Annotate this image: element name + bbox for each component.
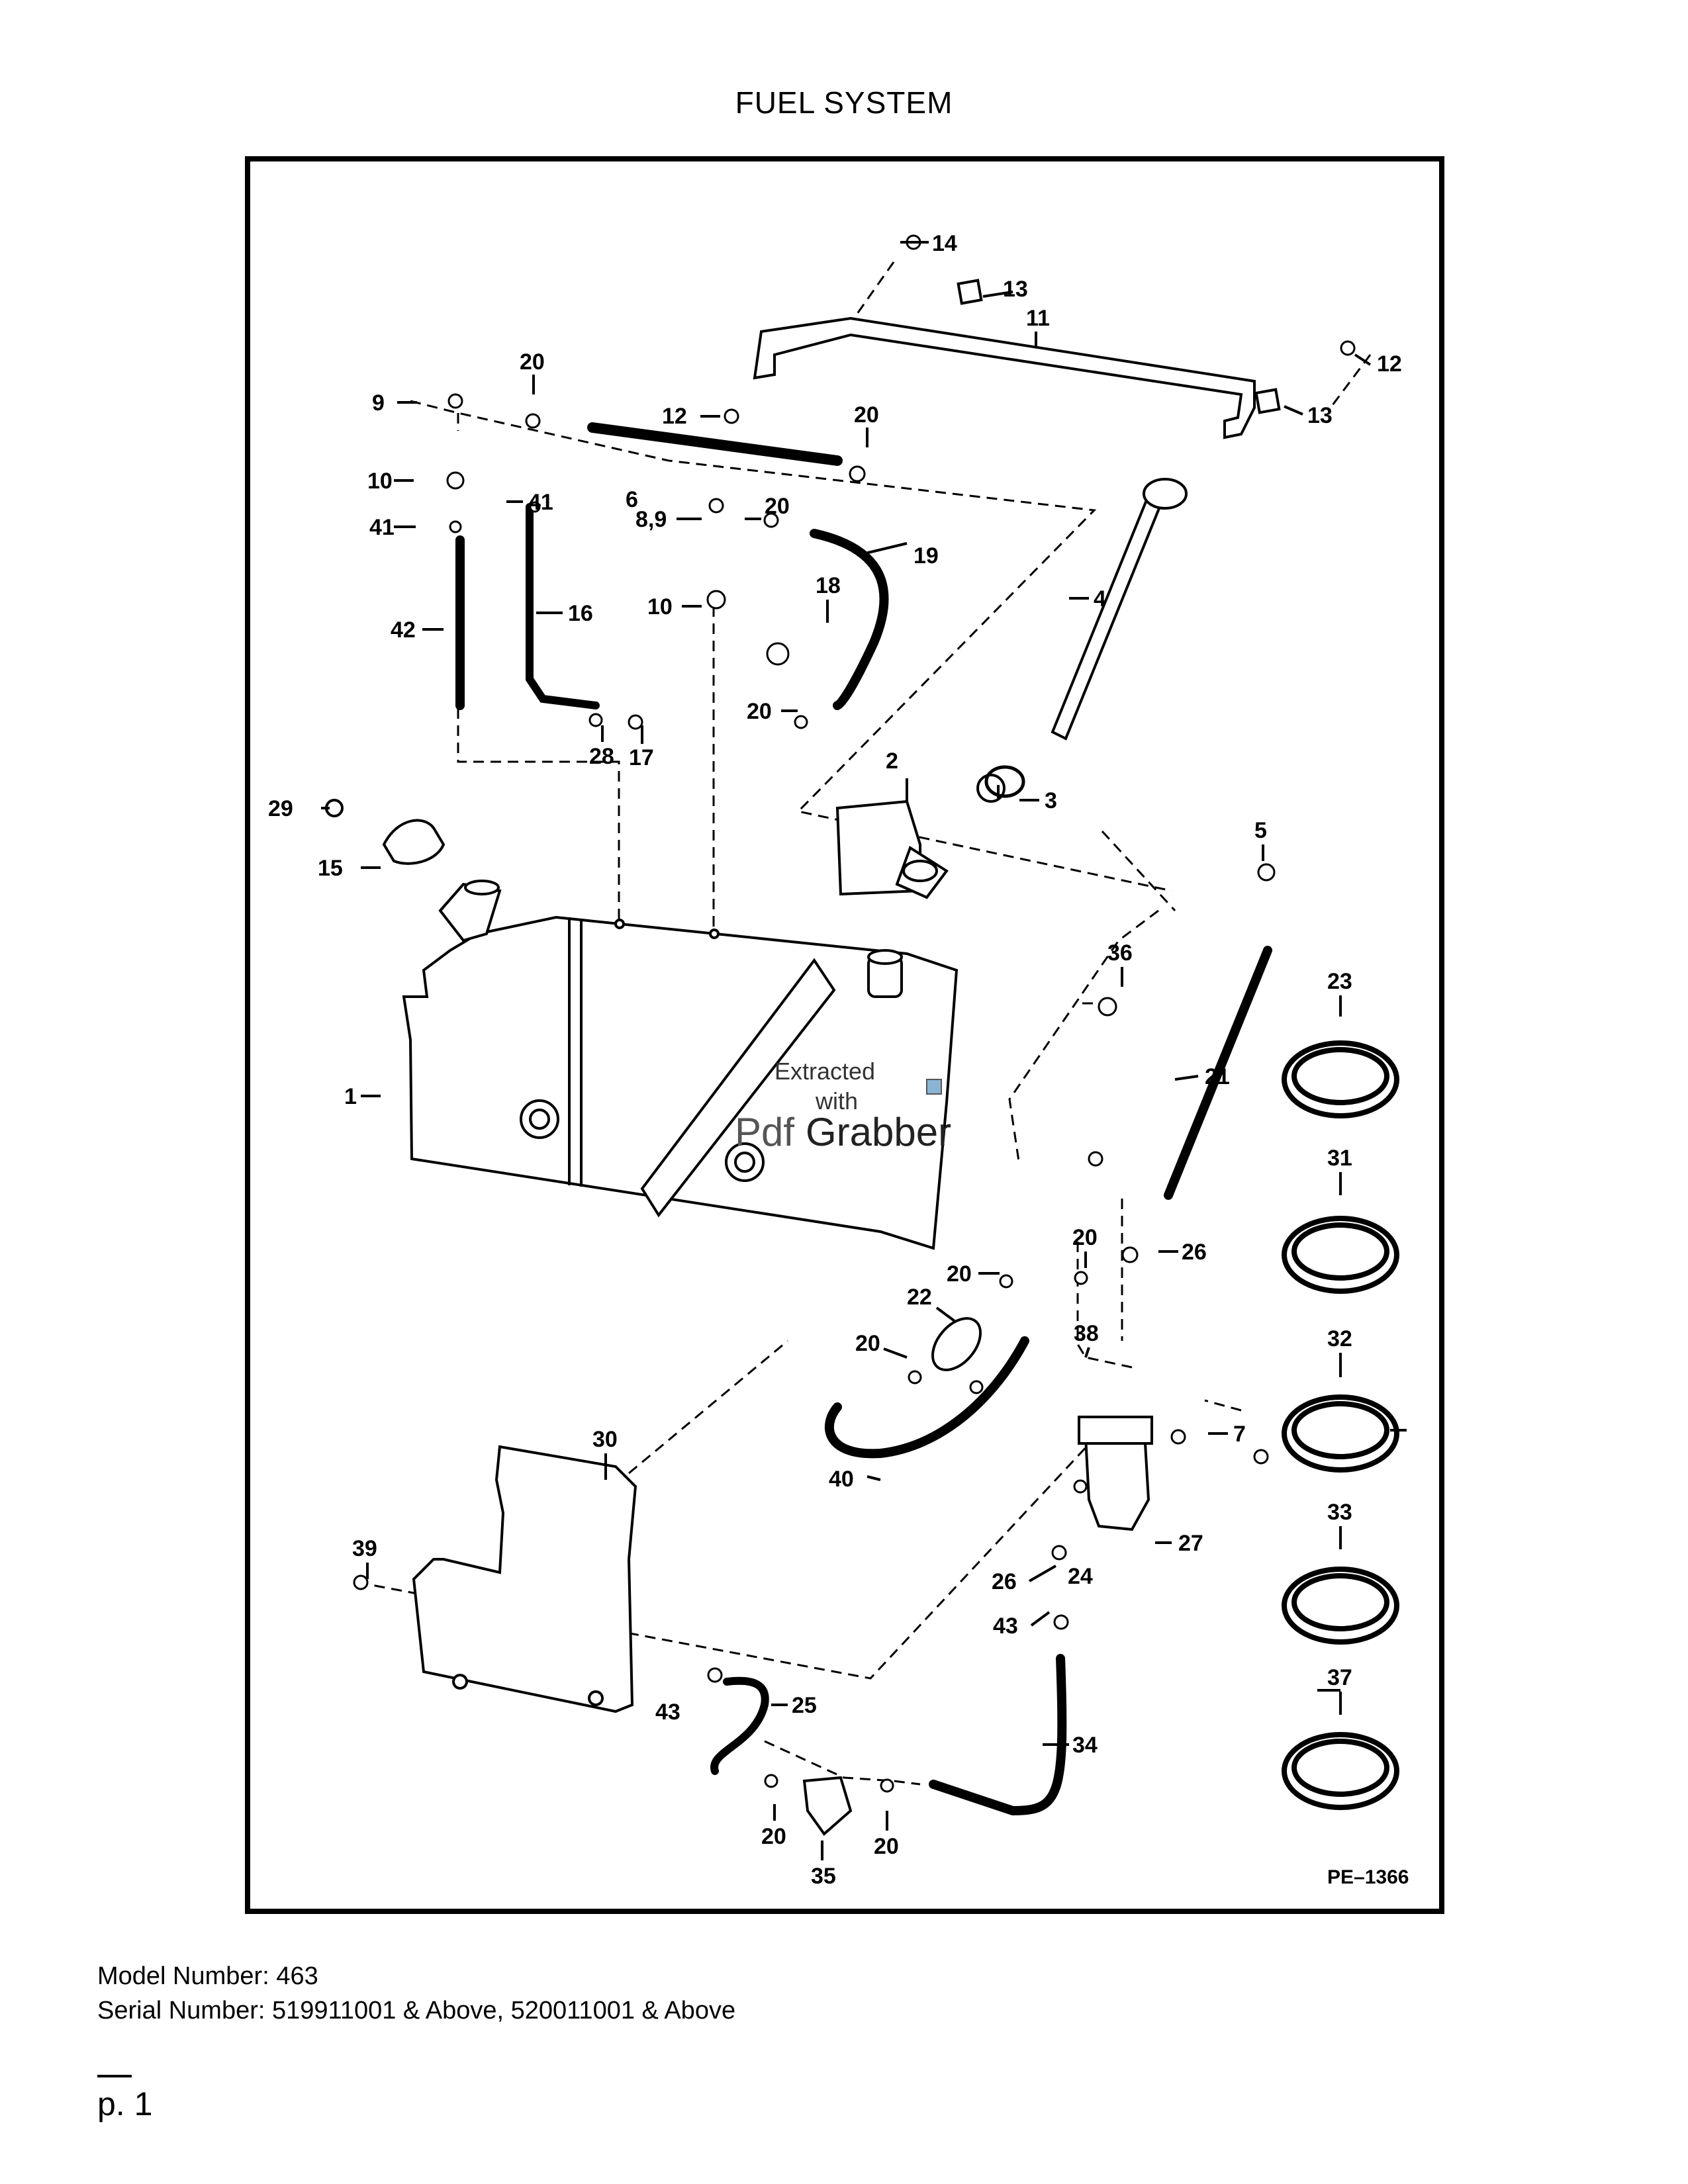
callout-8-9: 8,9 <box>635 507 667 532</box>
fittings <box>353 234 1356 1793</box>
hoses <box>455 422 1272 1816</box>
callout-18: 18 <box>816 573 841 598</box>
svg-text:Pdf: Pdf <box>735 1110 794 1154</box>
callout-29: 29 <box>268 796 293 821</box>
callout-10: 10 <box>367 469 393 494</box>
page-separator <box>97 2075 132 2077</box>
coiled-hoses <box>1282 1040 1399 1810</box>
callout-7: 7 <box>1233 1422 1246 1447</box>
serial-number: Serial Number: 519911001 & Above, 520011… <box>97 1997 736 2025</box>
callout-41: 41 <box>369 515 395 540</box>
callout-25: 25 <box>792 1693 817 1718</box>
callout-13: 13 <box>1307 403 1333 428</box>
callout-20: 20 <box>855 1331 880 1356</box>
callout-12: 12 <box>662 404 687 429</box>
callout-20: 20 <box>874 1834 899 1859</box>
callout-34: 34 <box>1072 1733 1098 1758</box>
model-number: Model Number: 463 <box>97 1962 318 1990</box>
callout-9: 9 <box>372 390 385 416</box>
callout-19: 19 <box>914 543 939 569</box>
callout-1: 1 <box>344 1084 357 1109</box>
callout-20: 20 <box>1072 1225 1098 1250</box>
callout-17: 17 <box>629 745 654 770</box>
callout-10: 10 <box>647 594 673 619</box>
callout-16: 16 <box>568 601 593 626</box>
callout-28: 28 <box>589 744 614 769</box>
callout-15: 15 <box>318 856 343 881</box>
guard-plate <box>412 1445 637 1713</box>
diagram-code: PE–1366 <box>1327 1866 1409 1888</box>
fuel-system-diagram: 14 13 11 12 13 12 9 20 20 10 41 41 6 8,9… <box>245 156 1444 1914</box>
callout-20: 20 <box>747 699 772 724</box>
bracket-2 <box>835 799 949 899</box>
callout-39: 39 <box>352 1536 377 1561</box>
callout-22: 22 <box>907 1285 932 1310</box>
callout-43: 43 <box>993 1614 1018 1639</box>
callout-12: 12 <box>1377 351 1402 377</box>
callout-37: 37 <box>1327 1665 1352 1690</box>
callout-26: 26 <box>992 1569 1017 1594</box>
callout-40: 40 <box>829 1467 854 1492</box>
callout-20: 20 <box>761 1824 786 1849</box>
watermark: Extracted with Pdf Grabber <box>735 1058 951 1154</box>
primer-bulb <box>931 1317 982 1371</box>
fuel-sender <box>976 478 1188 803</box>
fuel-tank <box>402 880 959 1250</box>
filler-cap <box>325 799 445 865</box>
page-number: p. 1 <box>97 2085 153 2122</box>
o-ring <box>984 765 1025 798</box>
callout-26: 26 <box>1182 1240 1207 1265</box>
callout-14: 14 <box>932 231 957 256</box>
callout-30: 30 <box>592 1427 618 1452</box>
bracket-strap <box>753 279 1281 439</box>
fuel-pump <box>802 1776 853 1836</box>
callout-2: 2 <box>886 749 898 774</box>
callout-33: 33 <box>1327 1500 1352 1525</box>
callout-13: 13 <box>1003 277 1028 302</box>
callout-31: 31 <box>1327 1146 1352 1171</box>
callout-27: 27 <box>1178 1531 1203 1556</box>
callout-11: 11 <box>1026 306 1050 331</box>
callout-42: 42 <box>391 617 416 643</box>
svg-text:Extracted: Extracted <box>774 1058 875 1085</box>
page-title: FUEL SYSTEM <box>735 85 953 120</box>
callout-36: 36 <box>1107 940 1133 966</box>
svg-text:Grabber: Grabber <box>806 1110 951 1154</box>
callout-41: 41 <box>528 490 553 515</box>
callout-24: 24 <box>1068 1564 1093 1589</box>
callout-43: 43 <box>655 1700 680 1725</box>
callout-21: 21 <box>1205 1064 1230 1089</box>
callout-20: 20 <box>947 1261 972 1287</box>
fuel-filter <box>1078 1416 1153 1531</box>
callout-5: 5 <box>1254 818 1267 843</box>
callout-35: 35 <box>811 1864 836 1889</box>
callout-20: 20 <box>520 349 545 375</box>
callout-6: 6 <box>626 487 638 512</box>
leader-lines <box>321 241 1407 1860</box>
callout-3: 3 <box>1045 788 1057 813</box>
callout-32: 32 <box>1327 1326 1352 1351</box>
callout-4: 4 <box>1094 586 1106 612</box>
svg-text:with: with <box>815 1087 858 1115</box>
callout-20: 20 <box>854 402 879 428</box>
diagram-frame <box>245 156 1444 1914</box>
callout-20: 20 <box>765 494 790 519</box>
callout-38: 38 <box>1074 1321 1099 1346</box>
callout-23: 23 <box>1327 969 1352 994</box>
